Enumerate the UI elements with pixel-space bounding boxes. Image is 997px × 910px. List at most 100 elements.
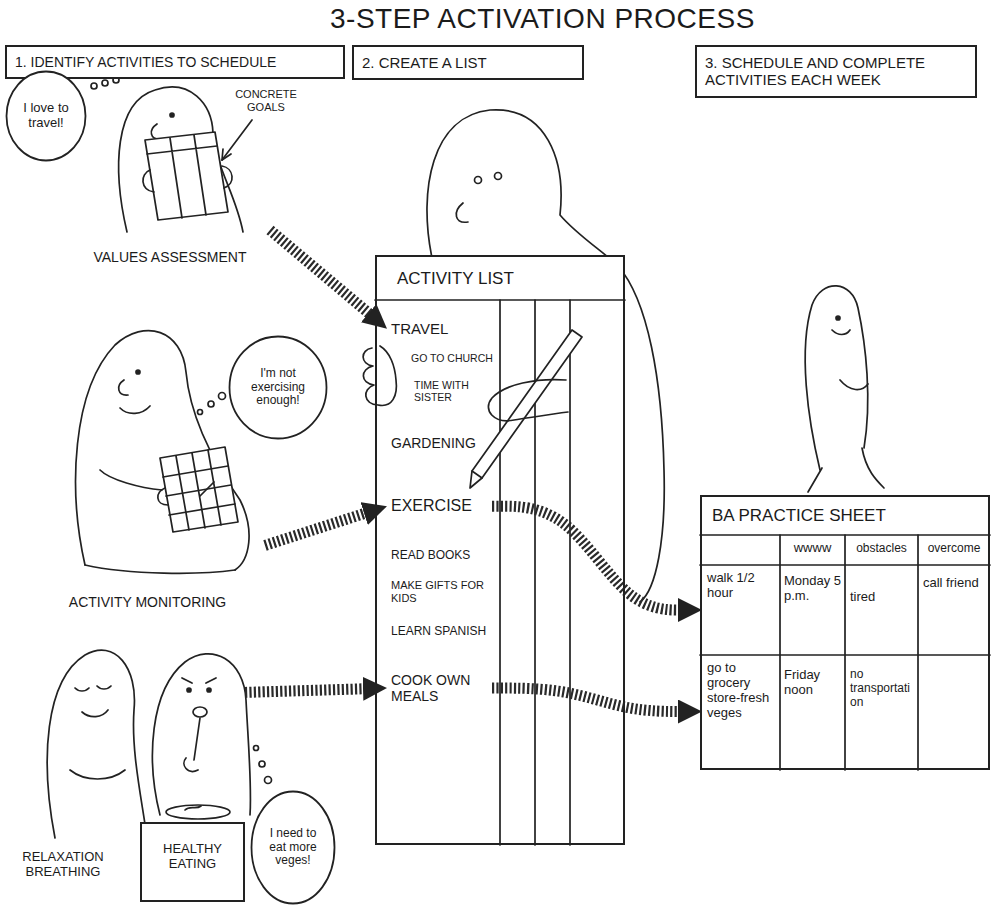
step-heading: 3. SCHEDULE AND COMPLETE ACTIVITIES EACH…	[705, 54, 967, 89]
label-slot: CONCRETE GOALS	[226, 88, 306, 113]
list-item: READ BOOKS	[387, 549, 492, 563]
eating-figure-part	[184, 758, 198, 771]
bubble-ellipse	[7, 72, 86, 161]
list-item-text: MAKE GIFTS FOR KIDS	[391, 579, 492, 604]
speech-bubble: I love to travel!	[5, 70, 87, 162]
monitoring-figure-part	[136, 370, 140, 374]
eating-figure-part	[152, 654, 250, 815]
speech-bubble: I'm not exercising enough!	[228, 335, 328, 440]
placemat-text: HEALTHY EATING	[140, 822, 245, 902]
values-figure-part	[151, 124, 161, 139]
list-item-text: GO TO CHURCH	[411, 352, 495, 364]
thought-dots	[254, 746, 272, 784]
list-item: EXERCISE	[387, 497, 492, 515]
list-holder-figure-part	[470, 471, 482, 488]
thought-dots-part	[259, 761, 265, 767]
table-cell: tired	[850, 590, 914, 605]
walking-figure	[805, 286, 884, 492]
bubble-ellipse	[230, 337, 327, 439]
hatched-arrow	[492, 506, 688, 610]
label-slot: Friday noon	[784, 668, 842, 698]
table-cell: no transportation	[850, 668, 914, 709]
figure-caption: RELAXATION BREATHING	[8, 850, 118, 880]
cell-text: go to grocery store-fresh veges	[707, 661, 777, 721]
line-art	[47, 77, 990, 845]
label-slot: no transportation	[850, 668, 914, 709]
bubble-text: I love to travel!	[18, 101, 74, 131]
walking-figure-part	[805, 286, 868, 470]
values-figure-part	[119, 87, 243, 232]
list-holder-figure-part	[363, 346, 396, 405]
step-box: 2. CREATE A LIST	[352, 45, 584, 80]
list-item-text: READ BOOKS	[391, 549, 492, 563]
eating-figure-part	[207, 688, 211, 692]
eating-figure-part	[185, 806, 201, 810]
list-item: GARDENING	[387, 435, 492, 451]
list-item: TRAVEL	[387, 320, 492, 337]
relaxation-figure	[47, 650, 147, 838]
leader-arrow-part	[222, 120, 252, 160]
hatched-arrow	[270, 230, 376, 320]
list-item: GO TO CHURCH	[407, 352, 495, 364]
walking-figure-part	[832, 330, 850, 335]
values-figure	[119, 87, 243, 232]
values-figure-part	[170, 113, 174, 117]
figure-caption: ACTIVITY MONITORING	[30, 594, 265, 610]
thought-dots-part	[91, 83, 97, 89]
eating-figure-part	[182, 678, 216, 683]
list-item-text: COOK OWN MEALS	[391, 672, 492, 704]
values-assessment: VALUES ASSESSMENT	[70, 140, 270, 265]
values-figure-part	[222, 166, 232, 188]
values-figure-part	[145, 132, 228, 220]
practice-sheet: BA PRACTICE SHEET walk 1/2 hour go to groc…	[700, 495, 990, 770]
list-item-text: EXERCISE	[391, 497, 492, 515]
label-slot: Monday 5 p.m.	[784, 574, 842, 604]
hatched-arrow	[245, 689, 373, 693]
activity-list: ACTIVITY LISTTRAVELGO TO CHURCHTIME WITH…	[375, 255, 625, 845]
list-heading: ACTIVITY LIST	[397, 269, 623, 289]
list-item-text: TRAVEL	[391, 320, 492, 337]
sheet-cell: walk 1/2 hour	[702, 565, 782, 655]
monitoring-figure	[76, 331, 249, 574]
list-holder-figure	[363, 110, 664, 845]
monitoring-figure-part	[76, 331, 249, 570]
thought-dots-part	[265, 777, 272, 784]
table-header: overcome	[920, 542, 988, 556]
label-slot: wwww	[782, 541, 843, 556]
sheet-heading: BA PRACTICE SHEET	[712, 506, 978, 526]
label-slot: overcome	[920, 542, 988, 556]
leader-arrow-part	[222, 149, 231, 160]
thought-dots-part	[219, 393, 226, 400]
title-slot: 3-STEP ACTIVATION PROCESS	[330, 3, 755, 35]
table-header: obstacles	[847, 542, 916, 556]
thought-dots-part	[254, 746, 259, 751]
monitoring-figure-part	[119, 380, 128, 395]
diagram-title: 3-STEP ACTIVATION PROCESS	[330, 3, 755, 35]
thought-dots	[198, 393, 226, 415]
hatched-arrow	[265, 510, 374, 545]
monitoring-figure-part	[163, 466, 235, 515]
relaxation-figure-part	[70, 770, 125, 779]
values-figure-part	[147, 135, 217, 218]
label-slot: RELAXATION BREATHING	[8, 850, 118, 880]
cell-text: walk 1/2 hour	[707, 571, 777, 601]
table-cell: Friday noon	[784, 668, 842, 698]
monitoring-figure-part	[85, 565, 235, 573]
relaxation-figure-part	[82, 710, 108, 717]
thought-dots-part	[198, 410, 203, 415]
eating-figure-part	[187, 688, 191, 692]
step-heading: 1. IDENTIFY ACTIVITIES TO SCHEDULE	[15, 54, 335, 70]
label-slot: call friend	[923, 576, 985, 591]
list-holder-figure-part	[475, 177, 482, 184]
monitoring-figure-part	[158, 488, 168, 505]
list-item-text: LEARN SPANISH	[391, 625, 492, 639]
list-item: COOK OWN MEALS	[387, 672, 492, 704]
figure-caption: VALUES ASSESSMENT	[70, 249, 270, 265]
bubble-text: I'm not exercising enough!	[244, 367, 312, 408]
monitoring-figure-part	[160, 447, 238, 532]
hatched-arrow	[492, 688, 688, 711]
step-box: 3. SCHEDULE AND COMPLETE ACTIVITIES EACH…	[695, 45, 977, 98]
